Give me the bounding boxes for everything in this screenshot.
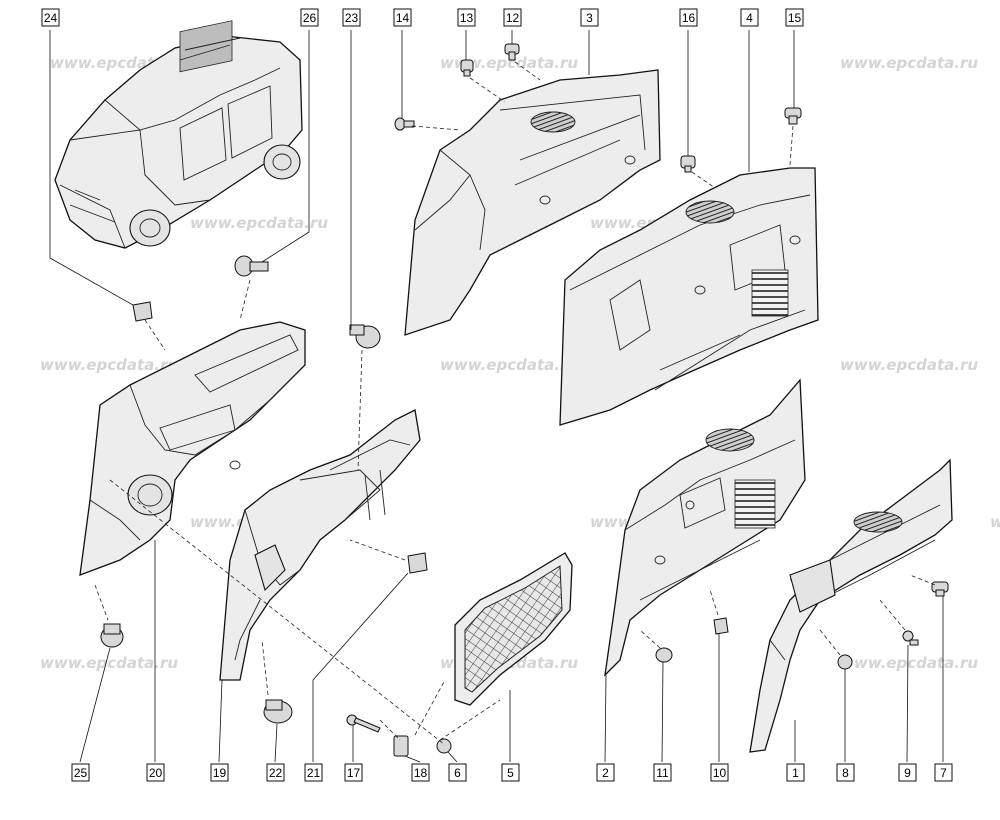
callout-number: 6 xyxy=(454,766,461,780)
vehicle-illustration xyxy=(54,20,303,249)
watermark-text: www.epcdata.ru xyxy=(840,654,978,672)
part-4-side-trim-panel xyxy=(559,167,819,426)
leader-lines xyxy=(49,30,944,763)
watermark-text: www.epcdata.ru xyxy=(40,356,178,374)
callout-number: 23 xyxy=(345,11,359,25)
clip-21 xyxy=(407,552,428,574)
callout-number: 14 xyxy=(396,11,410,25)
nut-6 xyxy=(436,738,452,754)
part-1-rear-corner-trim xyxy=(749,458,953,753)
clip-10 xyxy=(713,617,729,635)
callout-number: 8 xyxy=(842,766,849,780)
callout-15: 15 xyxy=(785,8,804,27)
callout-11: 11 xyxy=(653,763,672,782)
watermark-text: www.epcdata.ru xyxy=(990,513,1000,531)
callout-number: 26 xyxy=(303,11,317,25)
watermark-text: www.epcdata.ru xyxy=(440,356,578,374)
callout-2: 2 xyxy=(596,763,615,782)
callout-number: 18 xyxy=(414,766,428,780)
nut-8 xyxy=(837,654,853,670)
callout-7: 7 xyxy=(934,763,953,782)
callout-number: 20 xyxy=(149,766,163,780)
watermark-text: www.epcdata.ru xyxy=(840,54,978,72)
push-pin-26 xyxy=(234,255,269,277)
clip-24 xyxy=(132,301,153,322)
push-pin-25 xyxy=(100,623,124,648)
callout-12: 12 xyxy=(503,8,522,27)
part-5-storage-net xyxy=(454,552,573,706)
watermark-text: www.epcdata.ru xyxy=(840,356,978,374)
fasteners xyxy=(100,43,949,757)
callout-number: 22 xyxy=(269,766,283,780)
callout-number: 5 xyxy=(507,766,514,780)
callout-number: 21 xyxy=(307,766,321,780)
push-pin-14 xyxy=(394,117,415,131)
clip-11 xyxy=(655,647,673,663)
callout-number: 10 xyxy=(713,766,727,780)
clip-15 xyxy=(784,107,802,125)
clip-7 xyxy=(931,581,949,597)
callout-number: 25 xyxy=(74,766,88,780)
callout-8: 8 xyxy=(836,763,855,782)
callout-23: 23 xyxy=(342,8,361,27)
callout-24: 24 xyxy=(41,8,60,27)
callout-number: 9 xyxy=(904,766,911,780)
callout-16: 16 xyxy=(679,8,698,27)
watermark-text: www.epcdata.ru xyxy=(190,214,328,232)
callout-22: 22 xyxy=(266,763,285,782)
callout-number: 16 xyxy=(682,11,696,25)
callout-13: 13 xyxy=(457,8,476,27)
push-pin-23 xyxy=(349,324,381,349)
callout-number: 11 xyxy=(656,766,669,780)
part-3-upper-rear-trim xyxy=(404,69,661,336)
screw-17 xyxy=(346,714,381,733)
part-19-21-pillar-trim xyxy=(219,409,421,681)
callout-number: 4 xyxy=(746,11,753,25)
callout-number: 3 xyxy=(586,11,593,25)
callout-3: 3 xyxy=(580,8,599,27)
callout-number: 17 xyxy=(347,766,361,780)
callout-5: 5 xyxy=(501,763,520,782)
callout-9: 9 xyxy=(898,763,917,782)
callout-number: 2 xyxy=(602,766,609,780)
callout-21: 21 xyxy=(304,763,323,782)
callout-25: 25 xyxy=(71,763,90,782)
callout-number: 19 xyxy=(213,766,227,780)
callout-number: 1 xyxy=(792,766,799,780)
callout-19: 19 xyxy=(210,763,229,782)
callout-number: 7 xyxy=(940,766,947,780)
screw-9 xyxy=(902,630,919,646)
watermark-text: www.epcdata.ru xyxy=(40,654,178,672)
part-2-lower-side-trim xyxy=(604,378,806,677)
callout-number: 12 xyxy=(506,11,520,25)
callout-6: 6 xyxy=(448,763,467,782)
callout-26: 26 xyxy=(300,8,319,27)
clip-18 xyxy=(393,735,409,757)
callout-number: 13 xyxy=(460,11,474,25)
callout-20: 20 xyxy=(146,763,165,782)
watermark-text: www.epcdata.ru xyxy=(440,54,578,72)
callout-4: 4 xyxy=(740,8,759,27)
callout-18: 18 xyxy=(411,763,430,782)
clip-13 xyxy=(460,59,474,77)
push-pin-22 xyxy=(263,699,293,724)
callout-number: 24 xyxy=(44,11,58,25)
callout-17: 17 xyxy=(344,763,363,782)
callout-number: 15 xyxy=(788,11,802,25)
part-20-rear-quarter-trim xyxy=(79,321,306,576)
callout-14: 14 xyxy=(393,8,412,27)
clip-16 xyxy=(680,155,696,173)
clip-12 xyxy=(504,43,520,61)
assembly-lines xyxy=(94,61,936,746)
callout-1: 1 xyxy=(786,763,805,782)
callout-10: 10 xyxy=(710,763,729,782)
